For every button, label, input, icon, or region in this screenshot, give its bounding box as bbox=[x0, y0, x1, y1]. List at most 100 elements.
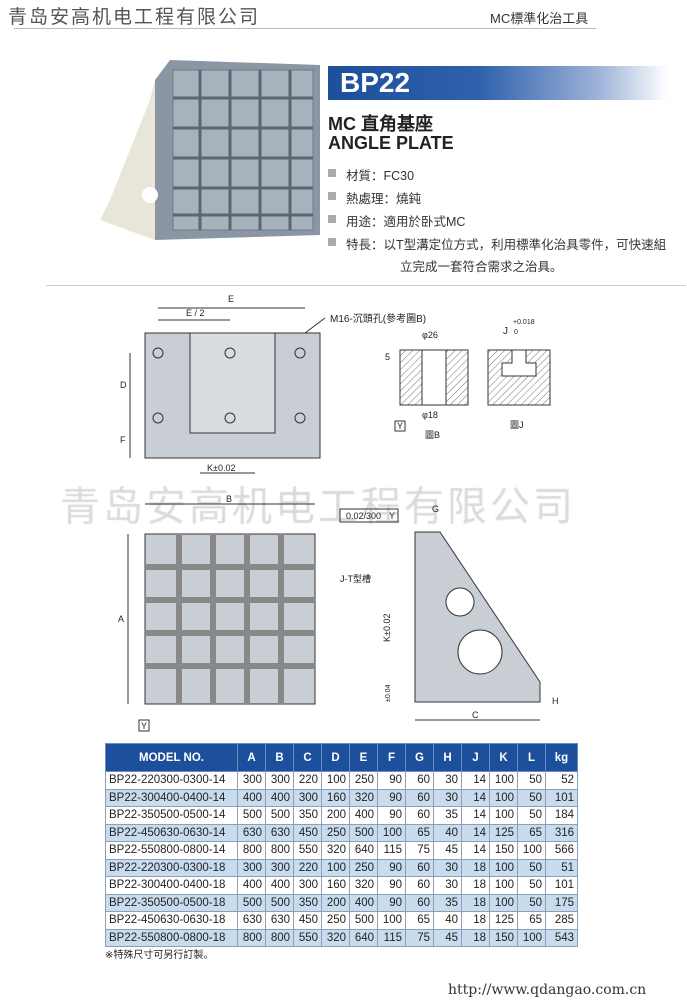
value-cell: 300 bbox=[265, 858, 294, 877]
value-cell: 800 bbox=[265, 841, 294, 860]
value-cell: 90 bbox=[377, 806, 406, 825]
value-cell: 30 bbox=[433, 876, 462, 895]
value-cell: 160 bbox=[321, 876, 350, 895]
spec-feature: 特長：以T型溝定位方式，利用標準化治具零件，可快速組 bbox=[328, 234, 666, 253]
value-cell: 14 bbox=[461, 788, 490, 807]
header-divider bbox=[14, 28, 596, 29]
flatness-label: 0.02/300 bbox=[346, 511, 381, 521]
value-cell: 250 bbox=[349, 771, 378, 790]
value-cell: 45 bbox=[433, 841, 462, 860]
column-header: H bbox=[433, 743, 462, 772]
value-cell: 300 bbox=[237, 771, 266, 790]
value-cell: 220 bbox=[293, 771, 322, 790]
dim-f: F bbox=[120, 435, 126, 445]
grid-blocks bbox=[172, 69, 314, 231]
value-cell: 65 bbox=[517, 911, 546, 930]
front-side-drawing: B 0.02/300 Y A Y G J-T型槽 K±0.02 ±0.04 C … bbox=[118, 494, 559, 732]
value-cell: 640 bbox=[349, 841, 378, 860]
flatness-datum: Y bbox=[389, 511, 395, 521]
value-cell: 90 bbox=[377, 771, 406, 790]
model-cell: BP22-350500-0500-18 bbox=[105, 893, 238, 912]
title-chinese: MC 直角基座 bbox=[328, 114, 433, 134]
value-cell: 50 bbox=[517, 858, 546, 877]
spec-usage: 用途：適用於卧式MC bbox=[328, 211, 465, 230]
spec-feature-cont: 立完成一套符合需求之治具。 bbox=[400, 260, 563, 274]
value-cell: 175 bbox=[545, 893, 578, 912]
value-cell: 184 bbox=[545, 806, 578, 825]
value-cell: 90 bbox=[377, 788, 406, 807]
value-cell: 50 bbox=[517, 893, 546, 912]
model-cell: BP22-550800-0800-14 bbox=[105, 841, 238, 860]
value-cell: 100 bbox=[321, 858, 350, 877]
value-cell: 800 bbox=[265, 928, 294, 947]
dim-d: D bbox=[120, 380, 127, 390]
value-cell: 400 bbox=[349, 806, 378, 825]
value-cell: 100 bbox=[517, 841, 546, 860]
value-cell: 18 bbox=[461, 911, 490, 930]
website-url[interactable]: http://www.qdangao.com.cn bbox=[448, 982, 647, 998]
value-cell: 100 bbox=[377, 911, 406, 930]
bullet-icon bbox=[328, 238, 336, 246]
value-cell: 500 bbox=[265, 893, 294, 912]
value-cell: 101 bbox=[545, 788, 578, 807]
value-cell: 320 bbox=[349, 788, 378, 807]
value-cell: 100 bbox=[489, 876, 518, 895]
value-cell: 18 bbox=[461, 858, 490, 877]
value-cell: 14 bbox=[461, 823, 490, 842]
value-cell: 101 bbox=[545, 876, 578, 895]
product-code-banner: BP22 bbox=[328, 66, 668, 100]
column-header: J bbox=[461, 743, 490, 772]
dim-tol: ±0.04 bbox=[385, 684, 392, 702]
model-cell: BP22-550800-0800-18 bbox=[105, 928, 238, 947]
spec-heat-treatment: 熱處理：燒鈍 bbox=[328, 188, 421, 207]
value-cell: 18 bbox=[461, 876, 490, 895]
model-cell: BP22-450630-0630-14 bbox=[105, 823, 238, 842]
value-cell: 35 bbox=[433, 806, 462, 825]
value-cell: 65 bbox=[405, 911, 434, 930]
value-cell: 60 bbox=[405, 771, 434, 790]
column-header: MODEL NO. bbox=[105, 743, 238, 772]
value-cell: 30 bbox=[433, 788, 462, 807]
column-header: E bbox=[349, 743, 378, 772]
column-header: F bbox=[377, 743, 406, 772]
value-cell: 50 bbox=[517, 876, 546, 895]
value-cell: 14 bbox=[461, 771, 490, 790]
value-cell: 65 bbox=[517, 823, 546, 842]
value-cell: 40 bbox=[433, 911, 462, 930]
column-header: D bbox=[321, 743, 350, 772]
column-header: L bbox=[517, 743, 546, 772]
spec-material: 材質：FC30 bbox=[328, 165, 414, 184]
value-cell: 285 bbox=[545, 911, 578, 930]
value-cell: 630 bbox=[237, 911, 266, 930]
value-cell: 125 bbox=[489, 911, 518, 930]
value-cell: 543 bbox=[545, 928, 578, 947]
value-cell: 50 bbox=[517, 788, 546, 807]
value-cell: 630 bbox=[265, 823, 294, 842]
value-cell: 75 bbox=[405, 841, 434, 860]
value-cell: 52 bbox=[545, 771, 578, 790]
bullet-icon bbox=[328, 169, 336, 177]
value-cell: 400 bbox=[265, 788, 294, 807]
top-view-drawing: E E / 2 D F K±0.02 M16-沉頭孔(參考圖B) φ26 φ18… bbox=[120, 294, 551, 474]
model-cell: BP22-300400-0400-14 bbox=[105, 788, 238, 807]
value-cell: 40 bbox=[433, 823, 462, 842]
bullet-icon bbox=[328, 192, 336, 200]
value-cell: 100 bbox=[489, 858, 518, 877]
value-cell: 500 bbox=[265, 806, 294, 825]
fig-b-label: 圖B bbox=[425, 430, 440, 440]
value-cell: 630 bbox=[265, 911, 294, 930]
value-cell: 400 bbox=[237, 876, 266, 895]
fig-j-label: 圖J bbox=[510, 420, 524, 430]
dim-g: G bbox=[432, 504, 439, 514]
value-cell: 75 bbox=[405, 928, 434, 947]
value-cell: 30 bbox=[433, 858, 462, 877]
value-cell: 100 bbox=[517, 928, 546, 947]
value-cell: 14 bbox=[461, 806, 490, 825]
value-cell: 51 bbox=[545, 858, 578, 877]
column-header: kg bbox=[545, 743, 578, 772]
